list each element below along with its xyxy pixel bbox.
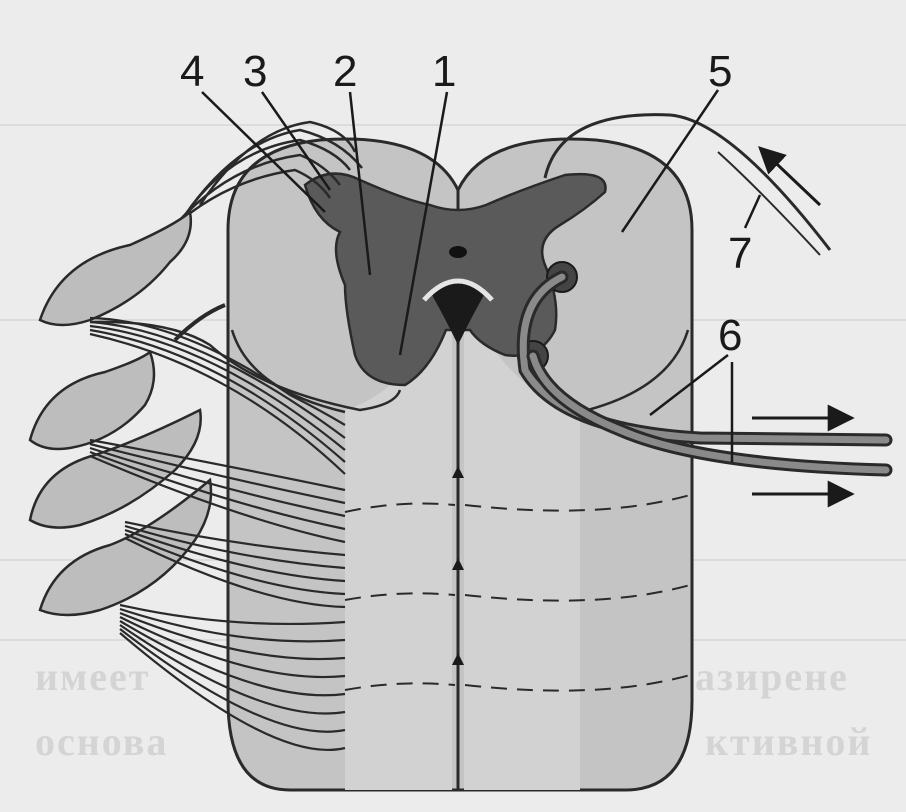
efferent-axon-1-core (519, 273, 890, 444)
label-5: 5 (708, 47, 732, 96)
leader-4 (201, 91, 326, 213)
section-edge-right (579, 329, 690, 414)
leader-3 (260, 91, 332, 191)
root-fibres-bottom (119, 603, 346, 752)
label-2: 2 (333, 47, 357, 96)
ascending-fibre-2 (717, 151, 821, 256)
segment-dashes (344, 494, 691, 692)
leader-5 (620, 89, 720, 233)
label-3: 3 (243, 47, 267, 96)
ghost-text-line2c: ктивной (705, 719, 872, 764)
ghost-text-line1: азирене (695, 654, 849, 699)
ascending-fibre (543, 113, 832, 251)
leader-7 (743, 194, 762, 229)
label-4: 4 (180, 47, 204, 96)
dorsal-root-small-branch (173, 303, 226, 342)
front-column-right (464, 330, 580, 790)
dorsal-root-long-fibre (89, 320, 402, 412)
root-fibres-middle (89, 438, 346, 544)
ascending-arrows (452, 466, 464, 665)
ganglion-2 (28, 349, 156, 451)
label-6: 6 (718, 311, 742, 360)
ganglion-3 (28, 408, 202, 529)
leader-1 (398, 91, 449, 356)
label-7: 7 (728, 229, 752, 278)
anterior-notch (432, 282, 484, 345)
root-fibres-lower (124, 520, 346, 609)
front-column-left (345, 330, 452, 790)
arrow-up-left (758, 146, 822, 207)
efferent-axon-2-core (529, 352, 890, 474)
ghost-text-line2: основа (35, 719, 168, 764)
leader-2 (348, 91, 372, 276)
central-canal (449, 246, 467, 258)
anterior-notch-rim (422, 278, 494, 302)
ghost-text-line1b: имеет (35, 654, 150, 699)
label-1: 1 (432, 47, 456, 96)
leader-6a (649, 354, 729, 416)
ganglia (28, 209, 213, 617)
ganglion-1 (38, 209, 193, 327)
callout-lines (201, 89, 762, 462)
